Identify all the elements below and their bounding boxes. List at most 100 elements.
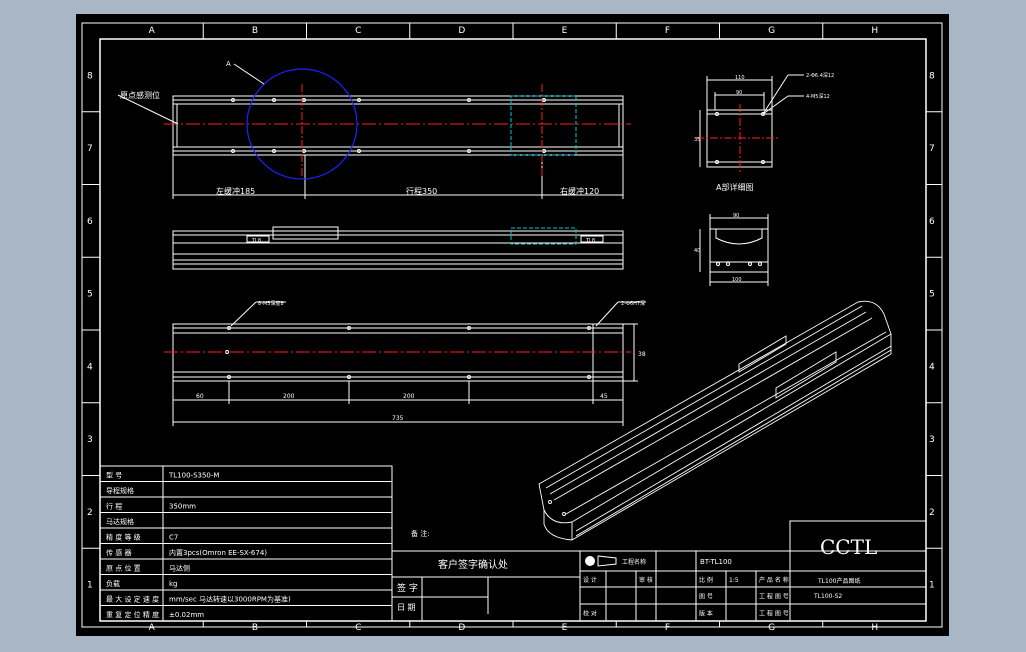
title-cell: 设 计 [583,576,597,584]
carriage-hidden-outline [510,95,577,156]
inner-frame [99,38,927,622]
dim-total: 735 [392,415,404,422]
zone-col-D-top: D [458,26,465,36]
spec-label: 原 点 位 置 [106,564,141,573]
zero-sensor-label: 原点感测位 [120,90,160,100]
zone-row-5-right: 5 [929,290,935,300]
dim-45: 45 [600,393,608,400]
detail-leader [233,63,265,85]
title-cell: 校 对 [583,609,597,617]
title-cell: 图 号 [699,594,713,601]
customer-date: 日 期 [397,603,416,612]
zone-row-7-right: 7 [929,144,935,154]
title-cell: 版 本 [699,609,713,617]
zone-row-2-right: 2 [929,508,935,518]
zone-row-4-left: 4 [87,362,93,372]
dim-60: 60 [196,393,204,400]
spec-label: 最 大 设 定 速 度 [106,595,159,604]
bottom-end-note: 2-Φ6H7深 [621,300,645,307]
end-view-top: 90 [733,213,739,219]
zone-col-F-top: F [665,26,670,36]
zone-row-3-right: 3 [929,435,935,445]
spec-value: TL100-S350-M [168,472,219,480]
section-a-inner: 90 [736,90,742,96]
title-cell: 工 程 图 号 [759,593,789,601]
project-label: 工程名称 [622,558,646,566]
dim-left-buffer: 左缓冲185 [216,186,255,196]
front-tag-left: TL8 [251,238,261,244]
customer-sign-box [391,550,581,622]
zone-col-G-bottom: G [768,623,775,633]
dim-stroke: 行程350 [406,186,437,196]
spec-value: kg [169,580,178,588]
zone-col-E-bottom: E [562,623,568,633]
company-logo: CCTL [820,535,877,559]
dim-height: 38 [638,351,646,358]
spec-value: mm/sec 马达转速以3000RPM为基准) [169,595,291,604]
dim-200-b: 200 [403,393,415,400]
zone-col-H-top: H [871,26,878,36]
spec-value: C7 [169,534,178,542]
zone-row-3-left: 3 [87,435,93,445]
end-view-height: 40 [694,248,700,254]
end-view-bottom: 100 [732,277,742,283]
spec-label: 精 度 等 级 [106,533,141,542]
zone-row-6-right: 6 [929,217,935,227]
projection-symbol-icon [585,556,595,566]
bottom-hole-note: 8-M5深度8 [258,300,284,307]
remarks-label: 备 注: [411,529,430,538]
spec-value: 350mm [169,503,196,511]
top-view [172,95,624,199]
front-hidden-outline [510,227,577,245]
detail-label: A [226,60,231,68]
zone-col-D-bottom: D [458,623,465,633]
title-cell: 比 例 [699,576,713,584]
zone-col-B-bottom: B [252,623,258,633]
projection-cone-icon [597,555,617,567]
zone-col-E-top: E [562,26,568,36]
section-a-width: 110 [735,75,745,81]
section-a-note-1: 2-Φ6.4深12 [806,72,834,79]
zone-col-C-bottom: C [355,623,361,633]
section-a-height: 35 [694,137,700,143]
spec-label: 传 感 器 [106,548,131,557]
zone-col-A-top: A [149,26,156,36]
bottom-view [172,301,646,426]
spec-label: 马达规格 [106,517,134,526]
zone-col-F-bottom: F [665,623,670,633]
zero-leader [117,94,179,125]
zone-row-2-left: 2 [87,508,93,518]
zone-row-8-right: 8 [929,71,935,81]
isometric-view [538,300,892,541]
dim-200-a: 200 [283,393,295,400]
zone-row-8-left: 8 [87,71,93,81]
spec-label: 型 号 [106,471,122,480]
outer-frame [81,22,943,628]
title-cell: 1:5 [729,577,739,584]
spec-label: 行 程 [106,502,122,511]
front-view [172,226,624,270]
spec-value: 马达侧 [169,564,190,573]
spec-label: 导程规格 [106,486,134,495]
zone-row-4-right: 4 [929,362,935,372]
spec-value: ±0.02mm [169,611,204,619]
section-a-caption: A部详细图 [716,182,753,192]
project-value: BT-TL100 [700,558,732,566]
spec-label: 负载 [106,579,120,588]
zone-col-A-bottom: A [149,623,156,633]
spec-value: 内置3pcs(Omron EE-SX-674) [169,548,267,557]
zone-row-5-left: 5 [87,290,93,300]
zone-col-G-top: G [768,26,775,36]
zone-col-C-top: C [355,26,361,36]
drawing-number: TL100-S2 [813,593,842,600]
detail-circle-a [246,68,358,180]
zone-row-1-left: 1 [87,581,93,591]
title-cell: 工 程 图 号 [759,609,789,617]
title-cell: 审 核 [639,576,653,584]
section-a-view [699,74,804,168]
zone-col-B-top: B [252,26,258,36]
